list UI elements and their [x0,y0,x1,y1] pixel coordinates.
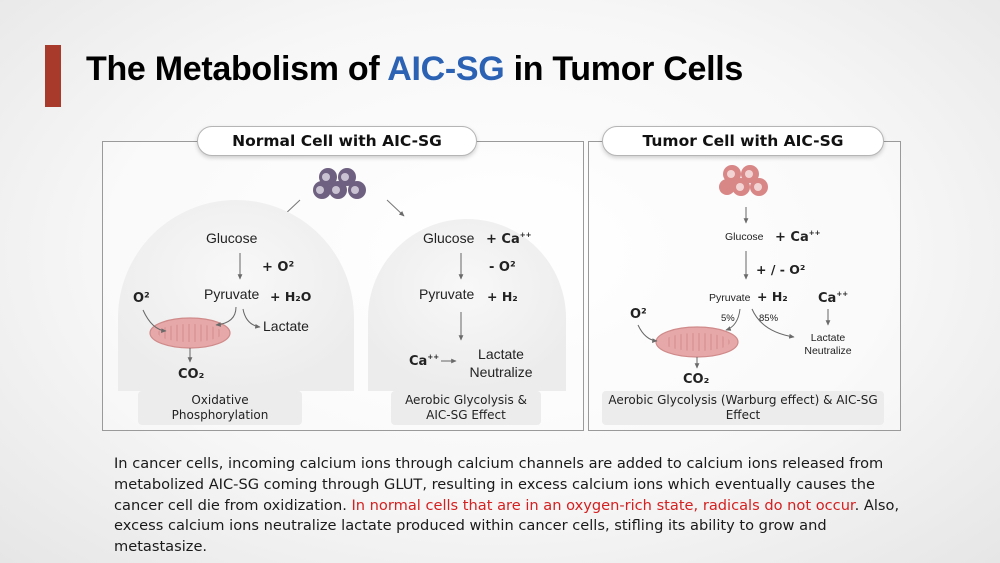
co2-label: CO₂ [178,367,204,382]
ca-superscript: ++ [520,231,532,239]
ca2-superscript: ++ [427,353,439,361]
normal-cell-cluster-icon [313,168,366,199]
tumor-cell-title: Tumor Cell with AIC-SG [602,126,884,156]
o2-into-mito-arrow [142,309,167,334]
mitochondria-icon [149,317,231,349]
page-title: The Metabolism of AIC-SG in Tumor Cells [86,50,743,89]
tumor-ca2-superscript: ++ [836,290,848,298]
plus-ca-label: + Ca++ [486,231,532,247]
tumor-ca-text: Ca [818,291,836,306]
glucose-label: Glucose [206,230,258,246]
tumor-co2-label: CO₂ [683,372,709,387]
tumor-o2-label: O² [630,307,647,322]
aerobic-glycolysis-caption: Aerobic Glycolysis & AIC-SG Effect [391,391,541,425]
tumor-mitochondria-icon [655,326,739,358]
description-text-1: In cancer cells, incoming calcium ions t… [114,455,884,514]
title-highlight: AIC-SG [387,50,505,88]
pyruvate-label: Pyruvate [204,286,259,302]
pct-85-label: 85% [759,313,779,324]
description-paragraph: In cancer cells, incoming calcium ions t… [114,454,904,558]
title-suffix: in Tumor Cells [504,50,744,88]
pyruvate-into-mito-arrow [215,306,237,327]
tumor-plus-ca-text: + Ca [775,230,809,245]
neutralize-label: Neutralize [469,364,532,380]
description-highlight: In normal cells that are in an oxygen-ri… [351,496,855,514]
tumor-pyruvate-label: Pyruvate [709,292,751,304]
plus-h2o-label: + H₂O [270,289,311,304]
ca-label: Ca++ [409,353,439,369]
title-prefix: The Metabolism of [86,50,388,88]
tumor-ca-superscript: ++ [809,229,821,237]
tumor-pyruvate-into-mito-arrow [725,308,741,331]
tumor-lactate-label: Lactate [811,332,846,344]
pyruvate-label-right: Pyruvate [419,286,474,302]
lactate-label-right: Lactate [478,346,524,362]
plus-ca-text: + Ca [486,232,520,247]
minus-o2-label: - O² [489,260,516,275]
pct-5-label: 5% [721,313,735,324]
plus-minus-o2-label: + / - O² [756,262,805,277]
normal-cell-dome-right [368,219,566,391]
tumor-plus-ca-label: + Ca++ [775,229,821,245]
tumor-to-lactate-arrow [751,308,795,339]
ca-text: Ca [409,354,427,369]
plus-o2-label: + O² [262,260,294,275]
to-lactate-arrow [242,308,261,329]
o2-label: O² [133,291,150,306]
split-arrow-right [386,199,405,217]
warburg-effect-caption: Aerobic Glycolysis (Warburg effect) & AI… [602,391,884,425]
tumor-neutralize-label: Neutralize [804,345,851,357]
oxidative-phosphorylation-caption: Oxidative Phosphorylation [138,391,302,425]
description-text-2: . Also, excess calcium ions neutralize l… [114,496,900,556]
tumor-o2-into-mito-arrow [637,324,658,343]
glucose-label-right: Glucose [423,230,475,246]
tumor-cell-cluster-icon [719,165,768,196]
title-accent-bar [45,45,61,107]
tumor-glucose-label: Glucose [725,231,764,243]
plus-h2-label: + H₂ [487,289,518,304]
normal-cell-title: Normal Cell with AIC-SG [197,126,477,156]
tumor-ca-label: Ca++ [818,290,848,306]
tumor-plus-h2-label: + H₂ [757,289,788,304]
lactate-label: Lactate [263,318,309,334]
